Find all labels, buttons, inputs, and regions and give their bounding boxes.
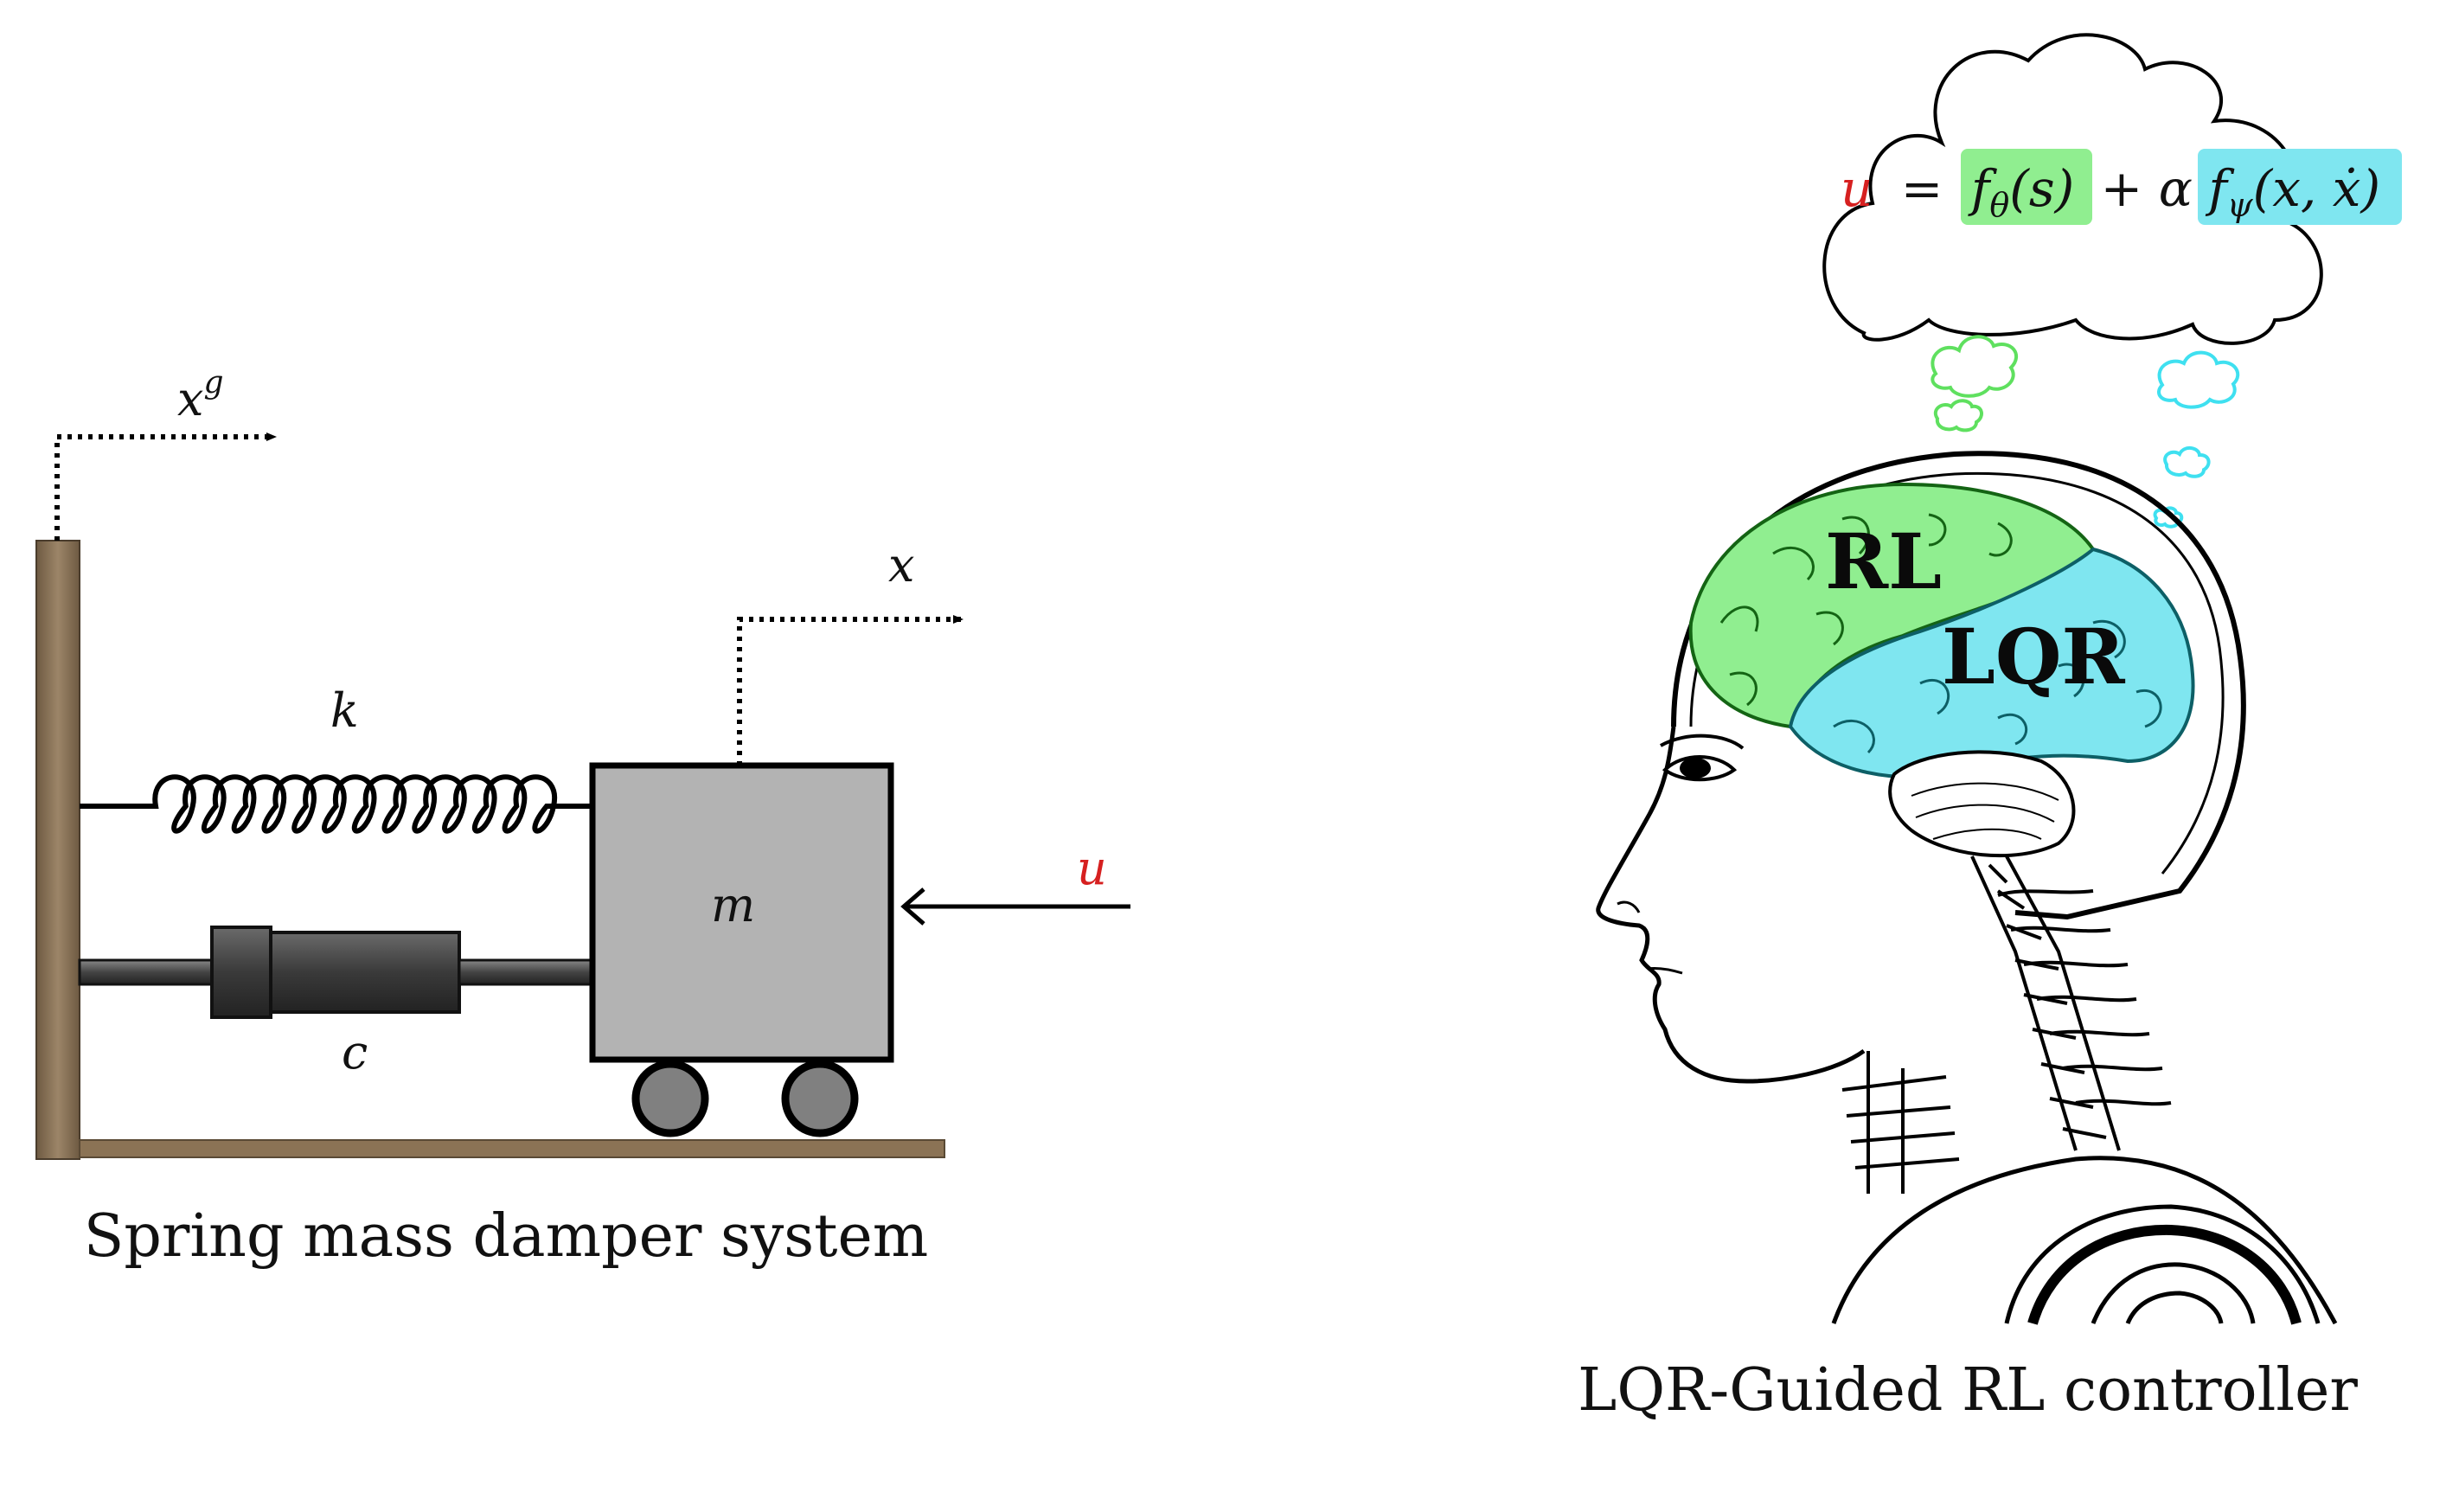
lqr-thought-bubbles [2153, 350, 2240, 529]
neck-spine [1841, 855, 2172, 1194]
left-caption: Spring mass damper system [84, 1202, 928, 1271]
damper: c [78, 926, 594, 1080]
equation: u = fθ(s) + α fψ(x, ẋ) [1841, 159, 2380, 224]
wheel-left [631, 1060, 709, 1137]
mass-block: m [589, 762, 894, 1137]
ground-displacement-arrow: xg [54, 365, 277, 541]
mass-displacement-label: x [888, 538, 914, 593]
controller-diagram: u = fθ(s) + α fψ(x, ẋ) RL LQR [1578, 33, 2402, 1425]
rl-term-highlight [1961, 149, 2092, 225]
floor [79, 1139, 945, 1158]
wall [35, 540, 80, 1160]
input-force: u [900, 841, 1130, 926]
ground-displacement-label: xg [177, 365, 224, 426]
spring-label: k [330, 683, 359, 738]
mass-displacement-arrow: x [737, 538, 964, 766]
right-caption: LQR-Guided RL controller [1578, 1356, 2358, 1425]
lqr-term-highlight [2198, 149, 2402, 225]
spring-mass-damper-diagram: xg k c m x [35, 365, 1130, 1271]
shoulder [1831, 1156, 2338, 1325]
damper-label: c [342, 1025, 368, 1080]
input-label: u [1077, 841, 1107, 895]
face-profile [1596, 726, 1866, 1084]
wheel-right [781, 1060, 859, 1137]
brain-gyri [1719, 513, 2162, 754]
brain-label-rl: RL [1825, 516, 1942, 606]
spring: k [80, 683, 592, 834]
mass-label: m [711, 878, 755, 932]
cerebellum [1888, 750, 2076, 858]
brain-label-lqr: LQR [1942, 612, 2126, 702]
rl-thought-bubbles [1931, 335, 2018, 432]
